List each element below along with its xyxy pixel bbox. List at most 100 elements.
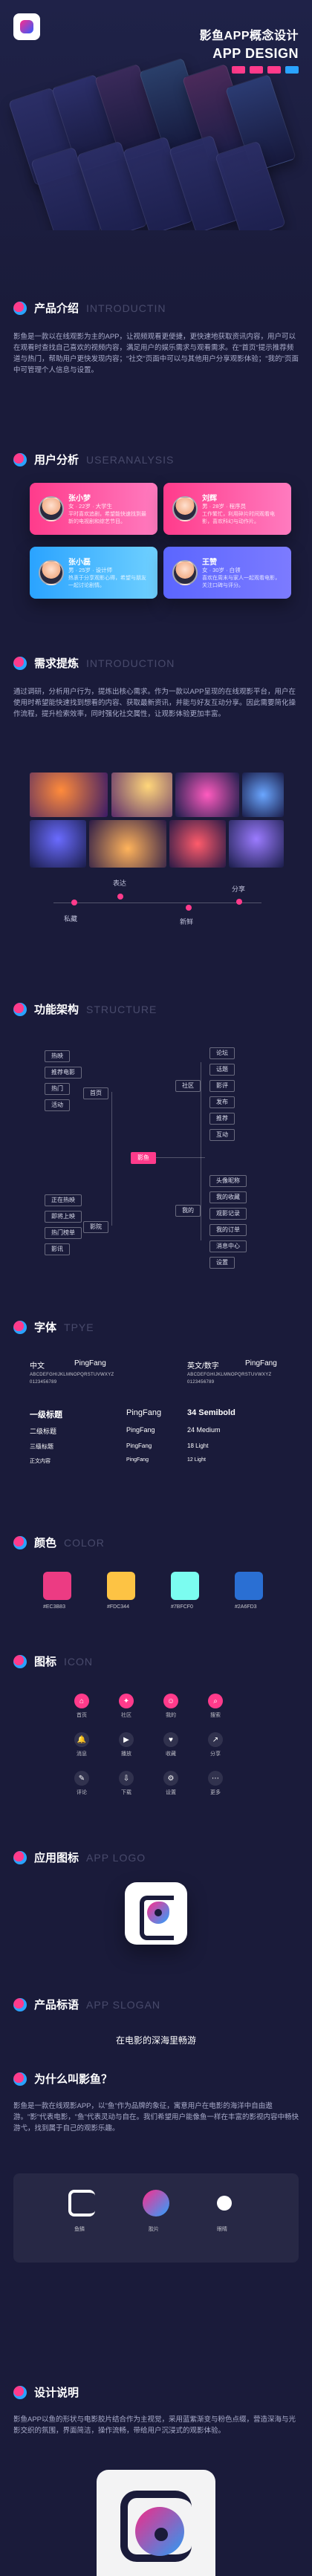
color-swatch	[43, 1572, 71, 1600]
why-icon-label: 眼睛	[217, 2227, 227, 2232]
share-icon: ↗	[208, 1732, 223, 1747]
needs-text: 通过调研，分析用户行为，提炼出核心需求。作为一款以APP呈现的在线观影平台，用户…	[13, 688, 296, 718]
image-tile	[30, 773, 108, 817]
section-dot-icon	[13, 1320, 27, 1334]
app-icon-large-shape	[120, 2491, 192, 2562]
color-label: #2A6FD3	[235, 1604, 257, 1610]
section-en: APP LOGO	[86, 1851, 146, 1864]
user-card: 刘辉 男 · 28岁 · 程序员 工作繁忙，利用碎片时间观看电影，喜欢科幻与动作…	[163, 483, 291, 535]
structure-leaf: 影评	[209, 1080, 235, 1092]
app-icon-large-pupil	[155, 2528, 168, 2541]
icon-glyph: ⇩	[123, 1774, 130, 1783]
section-colors-header: 颜色 COLOR	[13, 1535, 105, 1550]
structure-leaf: 消息中心	[209, 1240, 247, 1252]
icon-glyph: ⌕	[213, 1697, 218, 1705]
section-en: TPYE	[64, 1321, 94, 1333]
section-title: 为什么叫影鱼？	[34, 2073, 113, 2086]
timeline-label: 私藏	[64, 915, 78, 923]
section-en: COLOR	[64, 1536, 105, 1549]
structure-leaf: 活动	[45, 1099, 70, 1111]
section-slogan-header: 产品标语 APP SLOGAN	[13, 1997, 160, 2012]
font-row-title: 二级标题	[30, 1428, 57, 1435]
section-intro-header: 产品介绍 INTRODUCTIN	[13, 300, 166, 316]
font-cn-font: PingFang	[74, 1359, 106, 1367]
color-label: #FDC344	[107, 1604, 129, 1610]
font-en-row: 34 Semibold	[187, 1408, 235, 1417]
font-row-font: PingFang	[126, 1443, 152, 1449]
section-users-header: 用户分析 USERANALYSIS	[13, 452, 174, 467]
app-icon-pupil	[155, 1909, 162, 1916]
hero-title-en: APP DESIGN	[212, 46, 299, 61]
avatar	[172, 496, 198, 521]
section-dot-icon	[13, 1850, 27, 1864]
structure-leaf: 我的订单	[209, 1224, 247, 1236]
timeline-point	[236, 899, 242, 905]
timeline-label: 分享	[232, 885, 246, 893]
user-name: 刘辉	[202, 495, 217, 503]
why-icon-label: 鱼鳞	[74, 2227, 85, 2232]
home-icon: ⌂	[74, 1694, 89, 1708]
image-tile	[175, 773, 239, 817]
play-icon: ▶	[119, 1732, 134, 1747]
section-title: 需求提炼	[34, 657, 79, 670]
section-en: STRUCTURE	[86, 1003, 157, 1015]
font-en-row: 12 Light	[187, 1457, 206, 1463]
section-dot-icon	[13, 1002, 27, 1016]
icon-label: 下载	[121, 1790, 131, 1795]
icon-glyph: ⋯	[212, 1774, 219, 1783]
user-meta: 女 · 22岁 · 大学生	[68, 503, 113, 510]
structure-leaf: 话题	[209, 1064, 235, 1076]
structure-leaf: 互动	[209, 1129, 235, 1141]
app-icon	[125, 1882, 187, 1945]
font-cn-digits: 0123456789	[30, 1380, 57, 1385]
hero-swatch	[285, 66, 299, 74]
hero-title: 影鱼APP概念设计 APP DESIGN	[200, 25, 299, 74]
color-swatch	[107, 1572, 135, 1600]
scales-icon	[68, 2190, 95, 2216]
section-title: 应用图标	[34, 1852, 79, 1864]
user-card: 王赞 女 · 30岁 · 白领 喜欢在周末与家人一起观看电影，关注口碑与评分。	[163, 547, 291, 599]
section-title: 产品标语	[34, 1999, 79, 2011]
user-desc: 工作繁忙，利用碎片时间观看电影，喜欢科幻与动作片。	[202, 512, 275, 524]
icon-label: 首页	[77, 1713, 87, 1718]
font-en-alphabet: ABCDEFGHIJKLMNOPQRSTUVWXYZ	[187, 1373, 272, 1377]
wire	[111, 1092, 112, 1226]
section-en: USERANALYSIS	[86, 453, 175, 466]
color-swatch	[171, 1572, 199, 1600]
timeline-point	[117, 894, 123, 900]
structure-leaf: 热门	[45, 1083, 70, 1095]
search-icon: ⌕	[208, 1694, 223, 1708]
section-dot-icon	[13, 656, 27, 670]
timeline-point	[71, 900, 77, 905]
user-name: 张小梦	[68, 495, 91, 503]
structure-leaf: 热映	[45, 1050, 70, 1062]
structure-leaf: 我的收藏	[209, 1191, 247, 1203]
section-title: 用户分析	[34, 454, 79, 466]
why-icon-label: 胶片	[149, 2227, 159, 2232]
section-title: 图标	[34, 1656, 57, 1668]
structure-leaf: 推荐	[209, 1113, 235, 1125]
user-desc: 热衷于分享观影心得，希望与朋友一起讨论剧情。	[68, 576, 146, 588]
section-en: INTRODUCTIN	[86, 302, 166, 314]
section-why-header: 为什么叫影鱼？	[13, 2071, 112, 2087]
icon-glyph: ♥	[169, 1735, 173, 1744]
why-text: 影鱼是一款在线观影APP，以"鱼"作为品牌的象征，寓意用户在电影的海洋中自由遨游…	[13, 2102, 299, 2133]
font-en-row: 18 Light	[187, 1443, 209, 1449]
community-icon: ✦	[119, 1694, 134, 1708]
section-en: APP SLOGAN	[86, 1998, 161, 2011]
hero-swatches	[200, 66, 299, 74]
mine-icon: ☺	[163, 1694, 178, 1708]
font-en-digits: 0123456789	[187, 1380, 215, 1385]
timeline: 私藏 表达 新鲜 分享	[31, 869, 284, 936]
icon-label: 我的	[166, 1713, 176, 1718]
structure-group: 首页	[83, 1087, 108, 1099]
image-tile	[111, 773, 172, 817]
image-tile	[242, 773, 284, 817]
icon-label: 收藏	[166, 1752, 176, 1757]
section-design-header: 设计说明	[13, 2384, 79, 2400]
section-needs-header: 需求提炼 INTRODUCTION	[13, 655, 175, 671]
structure-leaf: 热门榜单	[45, 1227, 82, 1239]
structure-group: 我的	[175, 1205, 201, 1217]
image-tile	[30, 820, 86, 868]
font-row-font: PingFang	[126, 1457, 149, 1463]
